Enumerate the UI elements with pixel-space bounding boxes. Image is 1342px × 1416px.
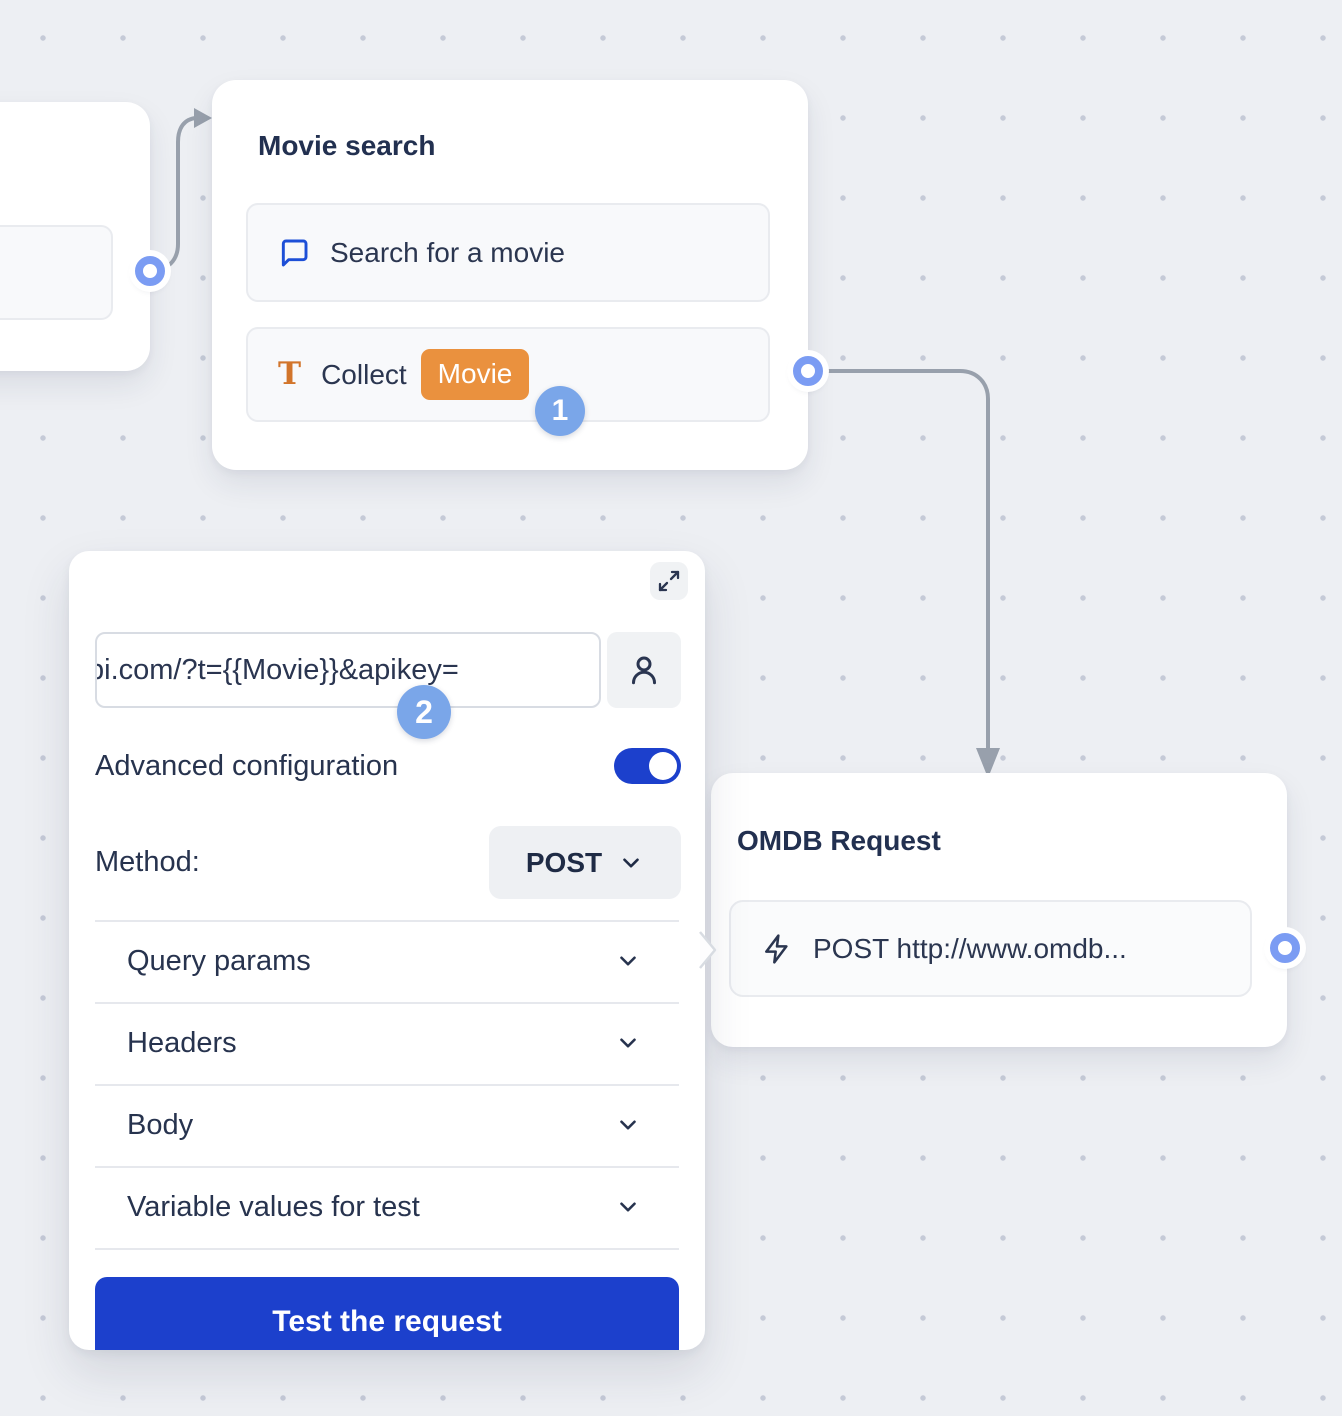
node-title: Movie search <box>258 130 436 161</box>
divider <box>95 1248 679 1250</box>
connector-into-movie-search <box>148 116 198 273</box>
movie-search-node[interactable]: Movie search Search for a movie T Collec… <box>212 80 808 470</box>
step-badge-2: 2 <box>397 685 451 739</box>
partial-node-item[interactable] <box>0 225 113 320</box>
section-label: Query params <box>127 944 311 977</box>
step-badge-1: 1 <box>535 386 585 436</box>
partial-node-card[interactable] <box>0 102 150 371</box>
lightning-icon <box>761 933 793 965</box>
movie-search-output-port[interactable] <box>793 356 823 386</box>
chevron-down-icon[interactable] <box>615 948 641 974</box>
advanced-configuration-toggle[interactable] <box>614 748 681 784</box>
chat-bubble-icon <box>278 237 310 269</box>
section-body[interactable]: Body <box>95 1084 679 1166</box>
variable-chip-movie[interactable]: Movie <box>420 349 530 400</box>
partial-node-output-port[interactable] <box>135 256 165 286</box>
connector-movie-to-omdb <box>806 369 990 752</box>
expand-button[interactable] <box>650 562 688 600</box>
panel-pointer-chevron-icon <box>699 931 717 969</box>
method-value: POST <box>525 846 603 878</box>
toggle-knob <box>649 752 677 780</box>
node-title: OMDB Request <box>737 825 941 856</box>
person-icon <box>632 656 656 685</box>
test-request-button[interactable]: Test the request <box>95 1277 679 1350</box>
url-value: pi.com/?t={{Movie}}&apikey= <box>95 653 459 686</box>
question-block[interactable]: Search for a movie <box>246 203 770 302</box>
section-label: Headers <box>127 1026 237 1059</box>
webhook-config-panel[interactable]: pi.com/?t={{Movie}}&apikey= 2 Advanced c… <box>69 551 705 1350</box>
chevron-down-icon <box>623 857 639 868</box>
chevron-down-icon[interactable] <box>615 1194 641 1220</box>
collect-label: Collect <box>321 358 407 390</box>
method-label: Method: <box>95 846 200 878</box>
chevron-down-icon[interactable] <box>615 1030 641 1056</box>
divider <box>95 1002 679 1004</box>
section-variable-values[interactable]: Variable values for test <box>95 1166 679 1248</box>
question-label: Search for a movie <box>330 236 565 268</box>
section-headers[interactable]: Headers <box>95 1002 679 1084</box>
section-label: Body <box>127 1108 194 1141</box>
text-input-icon: T <box>278 356 302 392</box>
divider <box>95 1166 679 1168</box>
collect-block[interactable]: T Collect Movie <box>246 327 770 422</box>
divider <box>95 1084 679 1086</box>
omdb-request-node[interactable]: OMDB Request POST http://www.omdb... <box>711 773 1287 1047</box>
divider <box>95 920 679 922</box>
variables-button[interactable] <box>607 632 681 708</box>
expand-icon <box>658 570 680 592</box>
webhook-block[interactable]: POST http://www.omdb... <box>729 900 1252 997</box>
url-input[interactable]: pi.com/?t={{Movie}}&apikey= <box>95 632 601 708</box>
omdb-output-port[interactable] <box>1270 933 1300 963</box>
webhook-label: POST http://www.omdb... <box>813 932 1127 964</box>
section-label: Variable values for test <box>127 1190 420 1223</box>
section-query-params[interactable]: Query params <box>95 920 679 1002</box>
arrowhead-right-icon <box>194 108 212 128</box>
chevron-down-icon[interactable] <box>615 1112 641 1138</box>
advanced-configuration-label: Advanced configuration <box>95 750 399 782</box>
method-dropdown[interactable]: POST <box>489 826 681 899</box>
